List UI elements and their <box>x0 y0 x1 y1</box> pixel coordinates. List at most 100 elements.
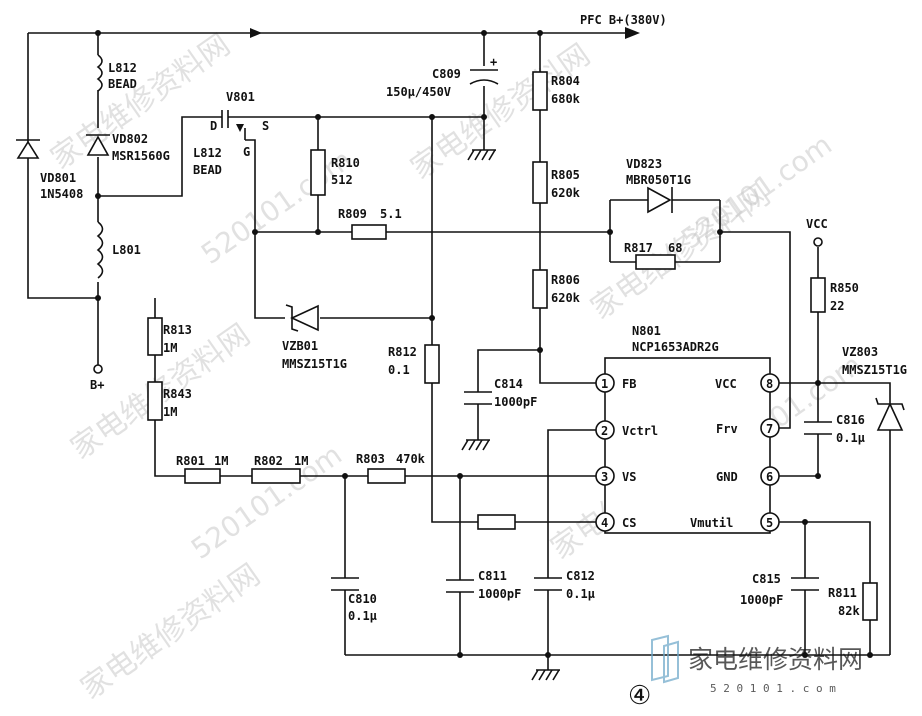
capacitor-c810 <box>331 577 359 591</box>
resistor-r805 <box>532 161 548 204</box>
bead-l812-top <box>96 54 103 92</box>
r803-ref: R803 <box>356 452 385 466</box>
vd801-value: 1N5408 <box>40 187 83 201</box>
r812-value: 0.1 <box>388 363 410 377</box>
ic-pin-1: 1 FB <box>595 373 636 393</box>
pin-number: 6 <box>766 470 773 484</box>
vz803-value: MMSZ15T1G <box>842 363 907 377</box>
resistor-r810 <box>310 149 326 196</box>
ic-pin-6: 6 GND <box>716 466 780 486</box>
resistor-r806 <box>532 269 548 309</box>
r805-value: 620k <box>551 186 581 200</box>
c811-ref: C811 <box>478 569 507 583</box>
c816-ref: C816 <box>836 413 865 427</box>
v801-pin-s: S <box>262 119 269 133</box>
pin-number: 8 <box>766 377 773 391</box>
l801-ref: L801 <box>112 243 141 257</box>
c815-ref: C815 <box>752 572 781 586</box>
r801-ref: R801 <box>176 454 205 468</box>
resistor-r843 <box>147 381 163 421</box>
r813-value: 1M <box>163 341 177 355</box>
v801-pin-d: D <box>210 119 217 133</box>
vcc-terminal <box>813 237 823 247</box>
resistor-r817 <box>635 254 676 270</box>
r843-value: 1M <box>163 405 177 419</box>
pin-name: Vctrl <box>622 424 658 438</box>
inductor-l801 <box>96 221 104 279</box>
r811-value: 82k <box>838 604 860 618</box>
c816-value: 0.1µ <box>836 431 865 445</box>
l812b-value: BEAD <box>193 163 222 177</box>
bplus-label: B+ <box>90 378 104 392</box>
c815-value: 1000pF <box>740 593 783 607</box>
junction-dots <box>95 30 873 658</box>
resistor-r803 <box>367 468 406 484</box>
r817-value: 68 <box>668 241 682 255</box>
l812b-ref: L812 <box>193 146 222 160</box>
pin-number: 7 <box>766 422 773 436</box>
watermark-text: 家电维修资料网 <box>75 557 267 706</box>
resistor-r812 <box>424 344 440 384</box>
rail-label: PFC B+(380V) <box>580 13 667 27</box>
c809-ref: C809 <box>432 67 461 81</box>
zener-vzb01 <box>285 304 319 332</box>
bplus-terminal <box>93 364 103 374</box>
page-marker: ④ <box>628 681 651 711</box>
r801-value: 1M <box>214 454 228 468</box>
r817-ref: R817 <box>624 241 653 255</box>
resistor-r850 <box>810 277 826 313</box>
logo-site: 5 2 0 1 0 1 . c o m <box>710 682 836 695</box>
vd802-value: MSR1560G <box>112 149 170 163</box>
vd823-value: MBR050T1G <box>626 173 691 187</box>
ic-pin-8: 8 VCC <box>715 373 780 393</box>
resistor-cs <box>477 514 516 530</box>
capacitor-c814 <box>464 391 492 405</box>
pin-number: 4 <box>601 516 608 530</box>
ic-pin-7: 7 Frv <box>716 418 780 438</box>
ic-pin-3: 3 VS <box>595 466 636 486</box>
mosfet-v801 <box>205 108 250 140</box>
vd802-ref: VD802 <box>112 132 148 146</box>
vzb01-value: MMSZ15T1G <box>282 357 347 371</box>
capacitor-c812 <box>534 577 562 591</box>
ic-pin-2: 2 Vctrl <box>595 420 658 440</box>
resistor-r802 <box>251 468 301 484</box>
v801-ref: V801 <box>226 90 255 104</box>
ground-symbol <box>461 439 490 451</box>
r803-value: 470k <box>396 452 426 466</box>
resistor-r813 <box>147 317 163 356</box>
ground-symbol <box>531 669 560 681</box>
r843-ref: R843 <box>163 387 192 401</box>
diode-vd823 <box>610 186 720 214</box>
pin-number: 1 <box>601 377 608 391</box>
ic-pin-4: 4 CS <box>595 512 636 532</box>
c809-value: 150µ/450V <box>386 85 451 99</box>
v801-pin-g: G <box>243 145 250 159</box>
zener-vz803 <box>875 397 905 431</box>
vd823-ref: VD823 <box>626 157 662 171</box>
pin-name: VCC <box>715 377 737 391</box>
l812-ref: L812 <box>108 61 137 75</box>
pin-name: Vmutil <box>690 516 733 530</box>
resistor-r801 <box>184 468 221 484</box>
logo-text: 家电维修资料网 <box>688 645 863 674</box>
pin-number: 5 <box>766 516 773 530</box>
resistor-r811 <box>862 582 878 621</box>
r813-ref: R813 <box>163 323 192 337</box>
pin-name: Frv <box>716 422 738 436</box>
pin-name: CS <box>622 516 636 530</box>
site-logo: 家电维修资料网 5 2 0 1 0 1 . c o m <box>651 634 863 695</box>
r809-ref: R809 <box>338 207 367 221</box>
pin-name: VS <box>622 470 636 484</box>
c812-value: 0.1µ <box>566 587 595 601</box>
capacitor-c809 <box>469 69 499 85</box>
ic-part: NCP1653ADR2G <box>632 340 719 354</box>
r812-ref: R812 <box>388 345 417 359</box>
resistor-r804 <box>532 71 548 111</box>
ground-symbol <box>467 149 496 161</box>
rail-arrow <box>250 27 640 39</box>
capacitor-c815 <box>791 577 819 591</box>
r802-ref: R802 <box>254 454 283 468</box>
r806-ref: R806 <box>551 273 580 287</box>
